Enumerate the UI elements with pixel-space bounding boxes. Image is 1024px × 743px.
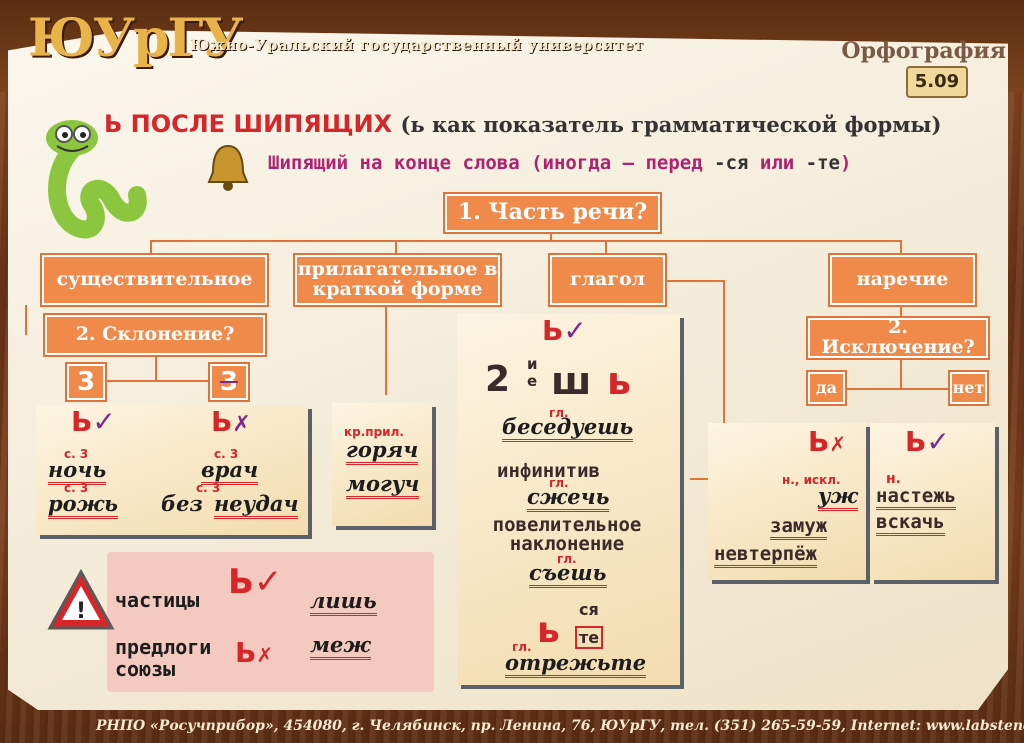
tree-line: [550, 230, 552, 242]
question-part-of-speech: 1. Часть речи?: [445, 194, 660, 232]
word-nevterpyozh: невтерпёж: [714, 543, 817, 568]
word-nastezh: настежь: [876, 485, 957, 510]
tree-line: [25, 305, 27, 335]
tree-line: [665, 280, 725, 282]
tree-line: [900, 305, 902, 317]
tree-line: [900, 240, 902, 255]
topic-label: Орфография: [841, 38, 1006, 64]
word-beseduesh: беседуешь: [502, 414, 634, 442]
soft-sign-check-icon: Ь✓: [228, 562, 283, 602]
soft-sign-check-icon: Ь✓: [71, 405, 116, 438]
footer-credits: РНПО «Росучприбор», 454080, г. Челябинск…: [96, 718, 1024, 734]
tree-line: [150, 240, 152, 255]
tree-line: [900, 358, 902, 388]
declension-not-3: 3: [210, 364, 248, 400]
snake-mascot-icon: [46, 120, 147, 239]
tree-line: [150, 240, 900, 242]
word-sesh: съешь: [529, 560, 607, 588]
word-noch: ночь: [48, 457, 107, 485]
label-imperative: повелительное наклонение: [492, 514, 642, 555]
declension-3: 3: [67, 364, 105, 400]
page-title: Ь ПОСЛЕ ШИПЯЩИХ (ь как показатель грамма…: [104, 110, 942, 138]
tree-line: [723, 280, 725, 480]
label-prepositions: предлоги союзы: [115, 635, 212, 681]
svg-text:!: !: [76, 599, 86, 624]
noun-panel: Ь✓ Ь✗ с. 3 ночь с. 3 рожь врач с. 3 без …: [36, 405, 308, 535]
soft-sign-crossed-icon: Ь✗: [211, 405, 251, 438]
exception-yes: да: [808, 372, 845, 404]
word-uzh: уж: [818, 483, 858, 511]
exception-no: нет: [950, 372, 987, 404]
tree-line: [105, 380, 210, 382]
suffix-sya: ся: [579, 600, 599, 619]
warning-triangle-icon: !: [47, 568, 115, 630]
letter-sh: ш: [551, 359, 592, 403]
adverb-rule-panel: Ь✓ н. настежь вскачь: [870, 423, 995, 580]
question-declension: 2. Склонение?: [45, 315, 265, 355]
word-vskach: вскачь: [876, 511, 945, 536]
letter-soft-sign: ь: [607, 359, 632, 403]
soft-sign-crossed-icon: Ь✗: [808, 425, 847, 458]
university-logo: ЮУрГУ: [28, 8, 244, 69]
tree-line: [385, 305, 387, 395]
verb-panel: Ь✓ 2 и е ш ь гл. беседуешь инфинитив гл.…: [457, 314, 680, 685]
question-exception: 2. Исключение?: [808, 317, 988, 358]
word-otrezhte: отрежьте: [505, 650, 647, 678]
page-subtitle: Шипящий на конце слова (иногда — перед -…: [268, 152, 852, 174]
suffix-te: те: [575, 626, 604, 649]
word-bez: без: [161, 491, 203, 516]
word-zamuzh: замуж: [770, 515, 828, 540]
tree-line: [155, 355, 157, 380]
node-noun: существительное: [42, 255, 267, 305]
warning-panel: [107, 552, 434, 692]
node-verb: глагол: [550, 255, 665, 305]
word-mezh: меж: [310, 632, 371, 660]
word-neudach: неудач: [214, 491, 299, 519]
sheet-number: 5.09: [906, 66, 968, 98]
node-adverb: наречие: [830, 255, 975, 305]
word-goryach: горяч: [346, 437, 419, 465]
university-name: Южно-Уральский государственный университ…: [190, 36, 644, 54]
node-short-adjective: прилагательное в краткой форме: [295, 255, 500, 305]
soft-sign-crossed-icon: Ь✗: [235, 636, 274, 669]
tree-line: [395, 240, 397, 255]
bell-icon: [207, 144, 249, 191]
word-vrach: врач: [201, 457, 259, 485]
tree-line: [845, 388, 955, 390]
word-moguch: могуч: [346, 471, 420, 499]
ending-vowels: и е: [527, 355, 538, 390]
adverb-exception-panel: Ь✗ н., искл. уж замуж невтерпёж: [708, 423, 866, 580]
soft-sign-check-icon: Ь✓: [905, 425, 950, 458]
label-particles: частицы: [115, 588, 200, 612]
word-rozh: рожь: [48, 491, 118, 519]
soft-sign-check-icon: Ь✓: [542, 314, 587, 347]
adjective-panel: кр.прил. горяч могуч: [332, 403, 432, 526]
tree-line: [690, 478, 725, 480]
label-infinitive: инфинитив: [497, 460, 600, 482]
word-szhech: сжечь: [527, 484, 610, 512]
soft-sign-big: ь: [537, 610, 560, 651]
tree-line: [605, 240, 607, 255]
word-lish: лишь: [310, 588, 377, 616]
second-person-number: 2: [485, 359, 511, 400]
